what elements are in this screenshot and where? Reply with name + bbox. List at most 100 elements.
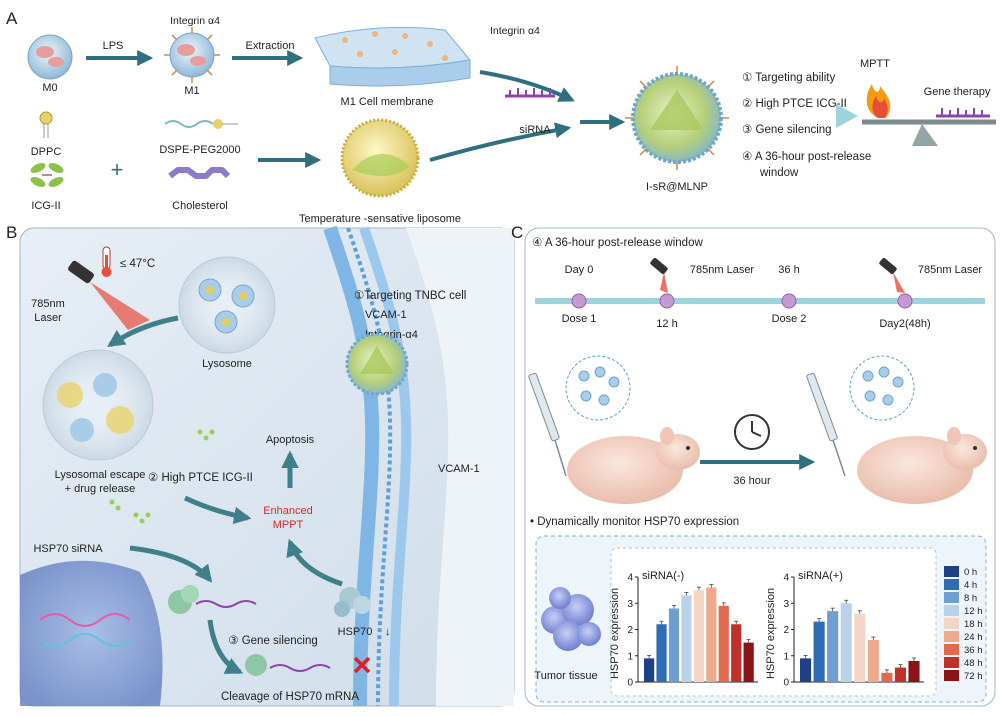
legend-swatch-18h	[944, 618, 959, 629]
icg-label: ICG-II	[31, 200, 60, 212]
chart-2-title: siRNA(+)	[798, 570, 843, 582]
lysosome-icon	[178, 256, 276, 354]
risc-complex-icon	[168, 585, 199, 614]
targeting-label: ①Targeting TNBC cell	[354, 290, 466, 302]
chart-2-bar-18h	[854, 613, 866, 682]
cell-membrane	[323, 225, 514, 707]
mrna-strand	[195, 600, 257, 608]
chart-1-ytick-label: 1	[627, 651, 633, 662]
laser-icon	[68, 260, 150, 330]
ptce-label: ② High PTCE ICG-II	[148, 472, 253, 484]
sirna-icon	[505, 88, 555, 98]
panel-c-letter: C	[511, 223, 523, 242]
chart-2-ytick-label: 0	[783, 678, 789, 689]
chart-2-bar-12h	[840, 603, 852, 682]
feature-arrow	[836, 104, 858, 128]
timeline-dose2: Dose 2	[772, 313, 807, 325]
feature-4-cont: window	[759, 167, 799, 179]
legend-swatch-4h	[944, 579, 959, 590]
chart-1-bar-0h	[644, 658, 655, 682]
hsp70-label: HSP70	[338, 626, 373, 638]
timeline-12h: 12 h	[656, 318, 677, 330]
monitor-label: • Dynamically monitor HSP70 expression	[530, 516, 739, 528]
ptce-arrow	[183, 495, 252, 525]
membrane-sheet	[314, 26, 471, 87]
clock-icon	[734, 414, 770, 450]
tumor-icon	[541, 587, 601, 651]
hour-label: 36 hour	[733, 475, 771, 487]
m1-cell-icon	[164, 27, 220, 83]
cleaved-mrna-icon	[245, 654, 371, 676]
chart-2-ytick-label: 1	[783, 651, 789, 662]
lysosome-arrow	[107, 315, 179, 348]
timeline-laser2: 785nm Laser	[918, 264, 983, 276]
dosing-timeline	[535, 293, 985, 309]
panel-a-letter: A	[6, 9, 18, 28]
hsp70-sirna-label: HSP70 siRNA	[33, 543, 103, 555]
chart-1-ytick-label: 4	[627, 573, 633, 584]
laser-icon-c2	[879, 257, 905, 293]
thermometer-icon	[101, 246, 112, 277]
dspe-peg-icon	[164, 119, 238, 129]
vcam-label-1: VCAM-1	[365, 309, 407, 321]
chart-1-bar-12h	[681, 595, 692, 682]
dppc-label: DPPC	[31, 146, 62, 158]
laser-label-1: 785nm	[31, 298, 65, 310]
chart-2-bar-4h	[813, 621, 825, 682]
chart-1-bar-72h	[743, 642, 754, 682]
chart-1-ytick-label: 2	[627, 625, 633, 636]
zoom-circle-1	[565, 355, 631, 421]
zoom-circle-2	[849, 355, 915, 421]
legend-label-36h: 36 h	[964, 645, 983, 656]
chart-2-bar-72h	[908, 661, 920, 682]
timeline-dose1: Dose 1	[562, 313, 597, 325]
syringe-icon-1	[528, 372, 567, 477]
m1-membrane-label: M1 Cell membrane	[341, 96, 434, 108]
chart-2-bar-36h	[881, 672, 893, 682]
escape-bubble-icon	[42, 349, 154, 461]
icg-icon	[30, 163, 64, 187]
timeline-36h: 36 h	[778, 264, 799, 276]
legend-swatch-72h	[944, 670, 959, 681]
chart-1-bar-48h	[731, 624, 742, 682]
chart-2-ylabel: HSP70 expression	[765, 588, 777, 679]
chart-1-bar-4h	[656, 624, 667, 682]
timeline-laser1: 785nm Laser	[690, 264, 755, 276]
legend-swatch-24h	[944, 631, 959, 642]
lps-label: LPS	[103, 40, 124, 52]
enhanced-label-2: MPPT	[273, 519, 304, 531]
liposome-icon	[340, 118, 420, 198]
gene-silencing-label: ③ Gene silencing	[228, 635, 318, 647]
mptt-label: MPTT	[860, 58, 890, 70]
membrane-integrin-label: Integrin α4	[490, 25, 540, 37]
panel-c: C ④ A 36-hour post-release window Day 0 …	[511, 223, 996, 707]
legend-label-48h: 48 h	[964, 658, 983, 669]
legend-label-18h: 18 h	[964, 619, 983, 630]
cleavage-label: Cleavage of HSP70 mRNA	[221, 691, 359, 703]
escape-label-2: + drug release	[65, 483, 136, 495]
timeline-day2: Day2(48h)	[879, 318, 930, 330]
chart-2-ytick-label: 2	[783, 625, 789, 636]
laser-label-2: Laser	[34, 312, 62, 324]
feature-1: ① Targeting ability	[742, 72, 835, 84]
panel-b: B ≤ 47°C 785nm Laser	[6, 223, 515, 707]
nanoparticle-label: I-sR@MLNP	[646, 181, 708, 193]
gene-therapy-sirna-icon	[936, 108, 990, 118]
bound-nanoparticle-icon	[345, 332, 409, 396]
feature-3: ③ Gene silencing	[742, 124, 832, 136]
m0-label: M0	[42, 82, 57, 94]
integrin-top-label: Integrin α4	[170, 15, 220, 27]
membrane-arrow	[479, 70, 575, 102]
chart-2-bar-48h	[894, 667, 907, 682]
hsp70-down-arrow: ↓	[385, 626, 391, 638]
chart-2-bar-8h	[827, 611, 839, 682]
nucleus-icon	[20, 560, 163, 706]
syringe-icon-2	[806, 372, 846, 477]
legend-label-72h: 72 h	[964, 671, 983, 682]
panel-c-title: ④ A 36-hour post-release window	[532, 237, 703, 249]
lysosome-label: Lysosome	[202, 358, 252, 370]
liposome-arrow	[429, 122, 572, 162]
